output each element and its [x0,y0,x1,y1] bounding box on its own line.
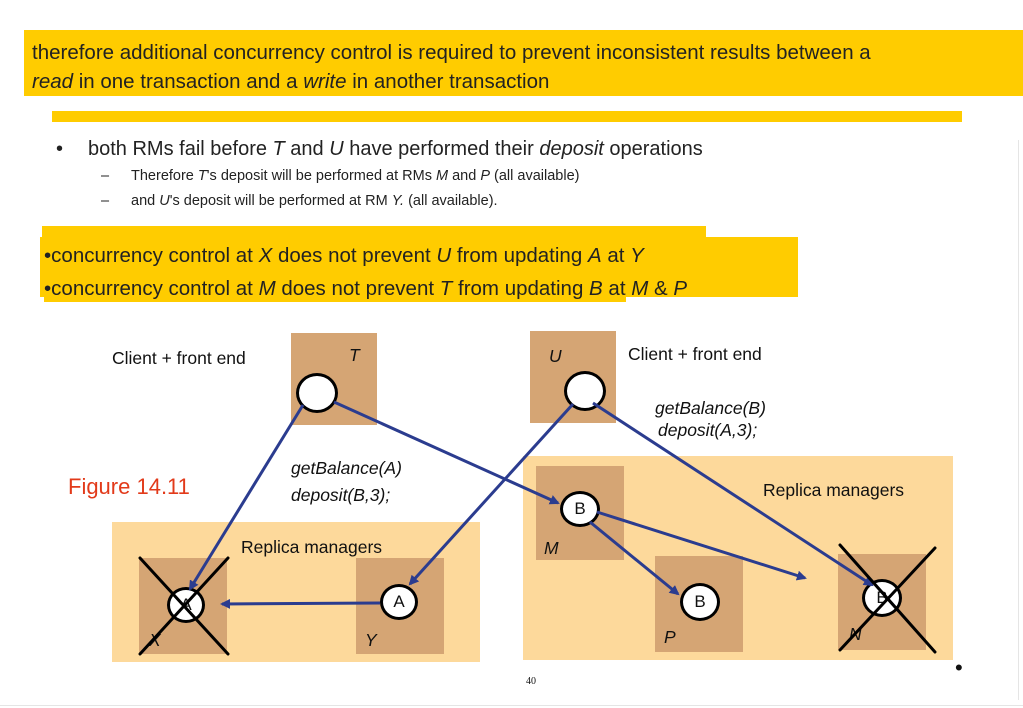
cross-X-b [138,556,230,656]
highlight-line-2: •concurrency control at M does not preve… [44,272,687,305]
bullet-main: • both RMs fail before T and U have perfo… [56,138,703,161]
arrow-U-to-N [592,401,874,587]
op-getbalance-B: getBalance(B) [655,398,766,418]
sub-bullet-text: U [159,193,170,209]
sub-bullet-text: Therefore [131,168,198,184]
ops-right: getBalance(B) deposit(A,3); [655,397,766,441]
title-text: therefore additional concurrency control… [32,38,1022,96]
highlight-fragment: does not prevent [272,244,437,267]
highlight-fragment: P [673,277,688,300]
highlight-fragment: from updating [452,277,590,300]
bullet-text: operations [603,138,703,160]
replica-node-P: B [680,583,720,621]
highlight-bg-2 [40,237,798,297]
bullet-text: T [272,138,285,160]
arrow-T-to-M [333,400,560,505]
sub-bullet-marker: – [101,193,110,209]
rm-label-M: M [544,538,559,558]
sub-bullet-text: P [480,168,490,184]
highlight-fragment: T [439,277,453,300]
highlight-fragment: X [258,244,273,267]
bullet-text: have performed their [343,138,540,160]
highlight-fragment: •concurrency control at [44,244,259,267]
right-rule [1018,140,1019,700]
arrow-T-to-X [188,404,305,591]
sub-bullet-text: (all available). [404,193,498,209]
sub-bullet-text: and [131,193,160,209]
highlight-fragment: A [587,244,602,267]
title-rule [52,111,962,122]
op-getbalance-A: getBalance(A) [291,458,402,478]
title-end: in another transaction [346,70,550,93]
op-deposit-B: deposit(B,3); [291,485,391,505]
cross-N-b [838,546,937,652]
sub-bullet-text: T [197,168,207,184]
client-label-left: Client + front end [112,348,246,368]
highlight-bg-3 [44,288,626,302]
highlight-fragment: B [589,277,603,300]
rm-title-left: Replica managers [241,537,383,557]
page-number: 40 [526,676,536,687]
sub-bullet-text: and [448,168,481,184]
replica-node-Y: A [380,584,418,620]
highlight-fragment: at [602,277,632,300]
figure-label: Figure 14.11 [68,474,190,499]
arrow-M-to-right [596,510,807,581]
title-write-word: write [303,70,347,93]
highlight-fragment: U [436,244,452,267]
replica-node-M: B [560,491,600,527]
sub-bullet-text: M [435,168,449,184]
rm-label-Y: Y [365,630,377,650]
title-mid: in one transaction and a [73,70,304,93]
highlight-text: •concurrency control at X does not preve… [44,239,687,305]
transaction-label-U: U [549,346,562,366]
sub-bullet-text: 's deposit will be performed at RMs [206,168,436,184]
arrow-M-to-P [589,520,680,596]
stray-bullet: • [955,655,963,680]
sub-bullet-text: (all available) [490,168,580,184]
highlight-fragment: from updating [451,244,588,267]
highlight-fragment: M [631,277,649,300]
transaction-label-T: T [349,345,360,365]
arrow-U-to-Y [408,402,575,586]
bullet-text: U [329,138,344,160]
sub-bullet-text: Y. [391,193,405,209]
bullet-text: both RMs fail before [88,138,273,160]
sub-bullet-1: – Therefore T's deposit will be performed… [101,168,579,184]
highlight-fragment: M [258,277,276,300]
highlight-fragment: at [601,244,631,267]
op-deposit-A: deposit(A,3); [658,420,758,440]
bullet-text: deposit [539,138,604,160]
rm-label-P: P [664,627,676,647]
sub-bullet-text: 's deposit will be performed at RM [169,193,392,209]
highlight-fragment: & [648,277,674,300]
title-line-1: therefore additional concurrency control… [32,41,871,64]
client-label-right: Client + front end [628,344,762,364]
arrow-Y-to-X [220,598,381,609]
highlight-fragment: Y [630,244,644,267]
bullet-marker: • [56,138,64,160]
sub-bullet-2: – and U's deposit will be performed at RM… [101,193,498,209]
bottom-rule [0,705,1023,706]
highlight-fragment: does not prevent [275,277,440,300]
bullet-text: and [284,138,330,160]
title-read-word: read [32,70,74,93]
sub-bullet-marker: – [101,168,110,184]
rm-title-right: Replica managers [763,480,905,500]
highlight-line-1: •concurrency control at X does not preve… [44,239,687,272]
ops-left: getBalance(A) deposit(B,3); [291,455,402,509]
title-banner [24,30,1023,96]
highlight-fragment: •concurrency control at [44,277,259,300]
